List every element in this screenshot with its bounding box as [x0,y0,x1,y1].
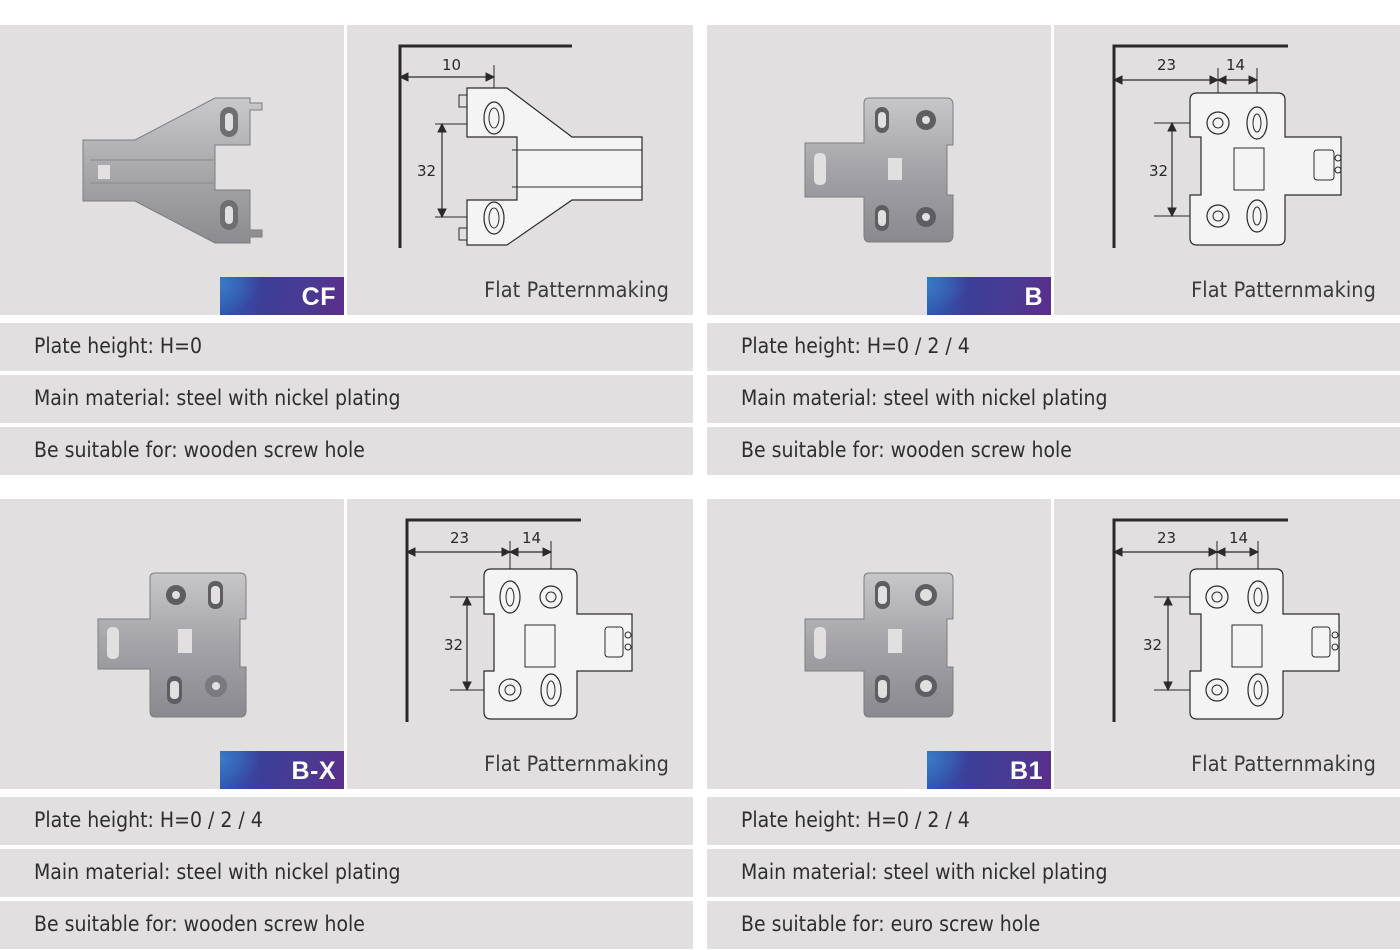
spec-plate-height: Plate height: H=0 / 2 / 4 [0,797,693,845]
spec-main-material: Main material: steel with nickel plating [707,849,1400,897]
model-label: CF [301,283,336,311]
mounting-plate-photo-icon [804,97,954,243]
spec-list: Plate height: H=0 / 2 / 4 Main material:… [707,797,1400,949]
technical-drawing-panel: 10 32 Flat Patternmaking [347,25,693,315]
technical-drawing: 10 32 [398,44,643,248]
spec-list: Plate height: H=0 Main material: steel w… [0,323,693,475]
spec-main-material: Main material: steel with nickel plating [707,375,1400,423]
dimension-label: 23 [1157,56,1176,74]
technical-drawing-panel: 23 14 32 Flat Patternmaking [1054,25,1400,315]
dimension-label: 32 [1149,162,1168,180]
drawing-caption: Flat Patternmaking [1191,278,1376,302]
spec-main-material: Main material: steel with nickel plating [0,849,693,897]
product-card-b: B [707,25,1400,479]
spec-suitable-for: Be suitable for: wooden screw hole [0,901,693,949]
model-label: B [1024,283,1043,311]
product-card-b1: B1 [707,499,1400,950]
spec-suitable-for: Be suitable for: wooden screw hole [0,427,693,475]
spec-plate-height: Plate height: H=0 / 2 / 4 [707,323,1400,371]
spec-main-material: Main material: steel with nickel plating [0,375,693,423]
product-photo-panel: CF [0,25,344,315]
product-photo-panel: B-X [0,499,344,789]
model-label: B-X [291,757,336,785]
product-photo-panel: B1 [707,499,1051,789]
dimension-label: 14 [1226,56,1245,74]
spec-plate-height: Plate height: H=0 / 2 / 4 [707,797,1400,845]
mounting-plate-photo-icon [804,572,954,718]
dimension-label: 32 [417,162,436,180]
dimension-label: 14 [522,529,541,547]
product-photo-panel: B [707,25,1051,315]
model-badge: CF [220,277,344,315]
technical-drawing-panel: 23 14 32 Flat Patternmaking [1054,499,1400,789]
product-card-b-x: B-X [0,499,693,950]
dimension-label: 14 [1229,529,1248,547]
dimension-label: 23 [450,529,469,547]
model-label: B1 [1010,757,1043,785]
product-card-cf: CF 10 [0,25,693,479]
dimension-label: 32 [1143,636,1162,654]
spec-suitable-for: Be suitable for: euro screw hole [707,901,1400,949]
model-badge: B [927,277,1051,315]
drawing-caption: Flat Patternmaking [484,752,669,776]
spec-suitable-for: Be suitable for: wooden screw hole [707,427,1400,475]
drawing-caption: Flat Patternmaking [1191,752,1376,776]
dimension-label: 23 [1157,529,1176,547]
mounting-plate-photo-icon [82,97,263,244]
technical-drawing: 23 14 32 [1112,518,1340,722]
spec-plate-height: Plate height: H=0 [0,323,693,371]
mounting-plate-photo-icon [97,572,247,718]
technical-drawing: 23 14 32 [1112,44,1342,248]
drawing-caption: Flat Patternmaking [484,278,669,302]
technical-drawing: 23 14 32 [405,518,633,722]
spec-list: Plate height: H=0 / 2 / 4 Main material:… [0,797,693,949]
model-badge: B1 [927,751,1051,789]
dimension-label: 10 [442,56,461,74]
dimension-label: 32 [444,636,463,654]
spec-list: Plate height: H=0 / 2 / 4 Main material:… [707,323,1400,475]
technical-drawing-panel: 23 14 32 Flat Patternmaking [347,499,693,789]
model-badge: B-X [220,751,344,789]
